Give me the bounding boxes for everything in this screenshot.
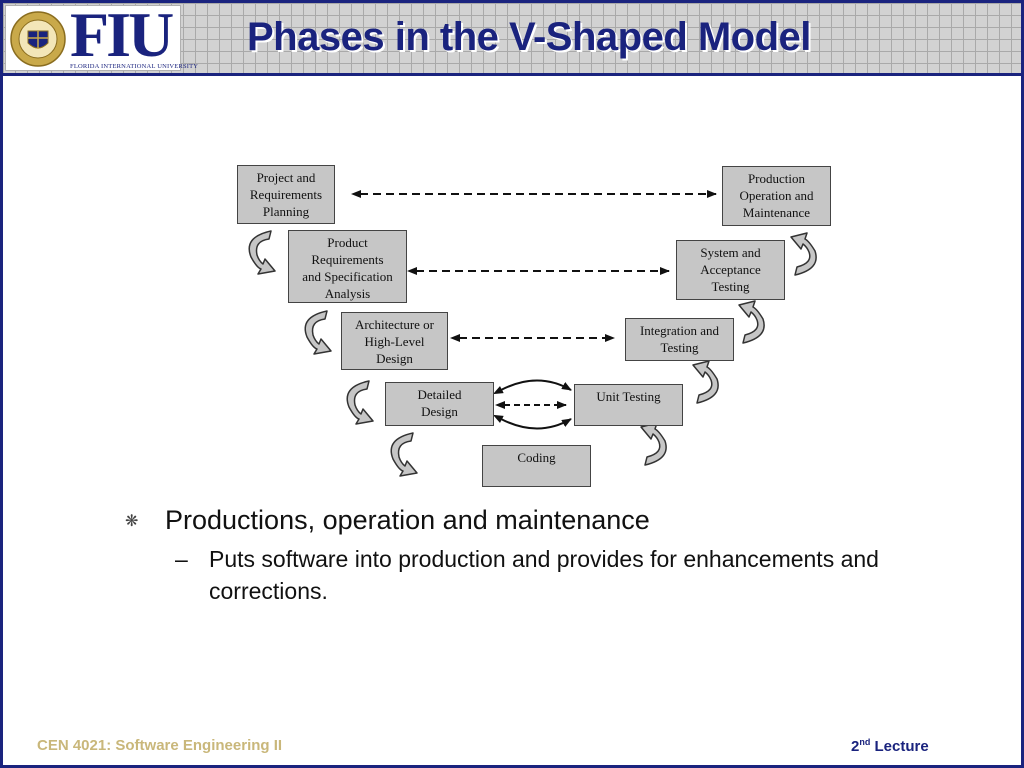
flow-arrow-left-3 [346,380,374,425]
box-product-requirements: Product Requirements and Specification A… [288,230,407,303]
box-production: Production Operation and Maintenance [722,166,831,226]
box-integration-testing: Integration and Testing [625,318,734,361]
diagram-connectors [248,190,817,477]
sub-bullet-item: – Puts software into production and prov… [123,543,963,607]
flow-arrow-left-1 [248,230,276,275]
flow-arrow-right-3 [692,360,719,404]
bullet-item: ❋ Productions, operation and maintenance [123,503,963,537]
box-unit-testing: Unit Testing [574,384,683,426]
asterisk-bullet-icon: ❋ [125,513,139,530]
box-architecture: Architecture or High-Level Design [341,312,448,370]
content-area: ❋ Productions, operation and maintenance… [123,503,963,607]
footer-course: CEN 4021: Software Engineering II [37,737,283,754]
university-seal-icon [10,11,66,67]
box-coding: Coding [482,445,591,487]
v-model-diagram: Project and Requirements Planning Produc… [223,153,843,493]
flow-arrow-right-4 [640,422,667,466]
curve-bottom [492,414,572,430]
footer-lecture: 2nd Lecture [851,737,929,755]
dash-bullet-icon: – [175,546,188,572]
header-bar: FIU FLORIDA INTERNATIONAL UNIVERSITY Pha… [3,0,1021,76]
flow-arrow-right-1 [790,232,817,276]
fiu-logo: FIU FLORIDA INTERNATIONAL UNIVERSITY [5,0,198,71]
lecture-word: Lecture [870,738,929,755]
logo-subtitle: FLORIDA INTERNATIONAL UNIVERSITY [70,63,199,70]
flow-arrow-left-2 [304,310,332,355]
curve-top [492,379,572,395]
flow-arrow-left-4 [390,432,418,477]
slide-title: Phases in the V-Shaped Model [247,15,811,59]
lecture-ordinal: nd [859,737,871,747]
logo-wordmark: FIU [70,0,174,70]
bullet-text: Productions, operation and maintenance [165,505,650,535]
sub-bullet-text: Puts software into production and provid… [209,546,879,604]
box-detailed-design: Detailed Design [385,382,494,426]
box-project-planning: Project and Requirements Planning [237,165,335,224]
lecture-number: 2 [851,738,860,755]
flow-arrow-right-2 [738,300,765,344]
box-system-testing: System and Acceptance Testing [676,240,785,300]
